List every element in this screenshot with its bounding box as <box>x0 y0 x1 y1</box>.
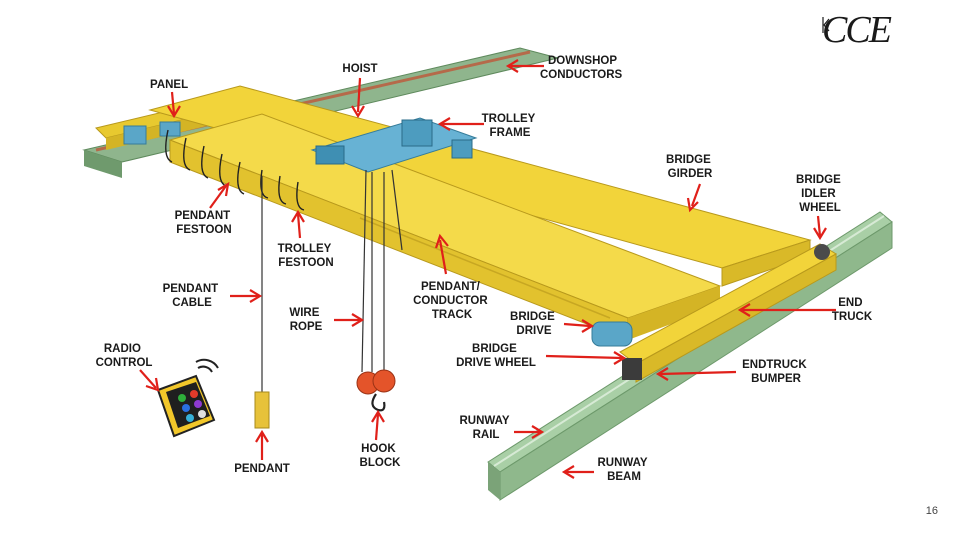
label-bridge-drive: BRIDGE DRIVE <box>510 311 558 337</box>
radio-control <box>156 358 219 438</box>
wire-rope <box>361 169 403 373</box>
hook-block <box>356 369 396 412</box>
label-pendant-cable: PENDANT CABLE <box>163 283 222 309</box>
label-downshop-conductors: DOWNSHOP CONDUCTORS <box>540 55 623 81</box>
control-panel <box>159 121 181 137</box>
label-pendant: PENDANT <box>234 463 290 475</box>
label-hook-block: HOOK BLOCK <box>360 443 402 469</box>
callout-arrows <box>139 59 836 479</box>
label-panel: PANEL <box>150 79 188 91</box>
label-trolley-frame: TROLLEY FRAME <box>482 113 539 139</box>
pendant-festoon <box>165 129 245 195</box>
label-bridge-girder: BRIDGE GIRDER <box>666 154 714 180</box>
label-bridge-drive-wheel: BRIDGE DRIVE WHEEL <box>456 343 536 369</box>
company-logo: CCE <box>822 9 892 51</box>
label-runway-rail: RUNWAY RAIL <box>459 415 512 441</box>
pendant-station <box>254 391 270 429</box>
logo-mark-icon <box>822 17 830 33</box>
label-trolley-festoon: TROLLEY FESTOON <box>278 243 335 269</box>
label-pendant-conductor-track: PENDANT/ CONDUCTOR TRACK <box>413 281 491 321</box>
end-truck <box>619 243 837 383</box>
label-hoist: HOIST <box>342 63 377 75</box>
label-radio-control: RADIO CONTROL <box>96 343 153 369</box>
bridge-drive-motor <box>591 321 633 347</box>
label-runway-beam: RUNWAY BEAM <box>597 457 650 483</box>
label-bridge-idler-wheel: BRIDGE IDLER WHEEL <box>796 174 844 214</box>
bridge-girder-front <box>168 113 722 341</box>
label-endtruck-bumper: ENDTRUCK BUMPER <box>742 359 810 385</box>
label-pendant-festoon: PENDANT FESTOON <box>175 210 234 236</box>
trolley-hoist <box>310 117 478 173</box>
page-number: 16 <box>925 505 938 517</box>
label-end-truck: END TRUCK <box>832 297 873 323</box>
label-wire-rope: WIRE ROPE <box>289 307 322 333</box>
